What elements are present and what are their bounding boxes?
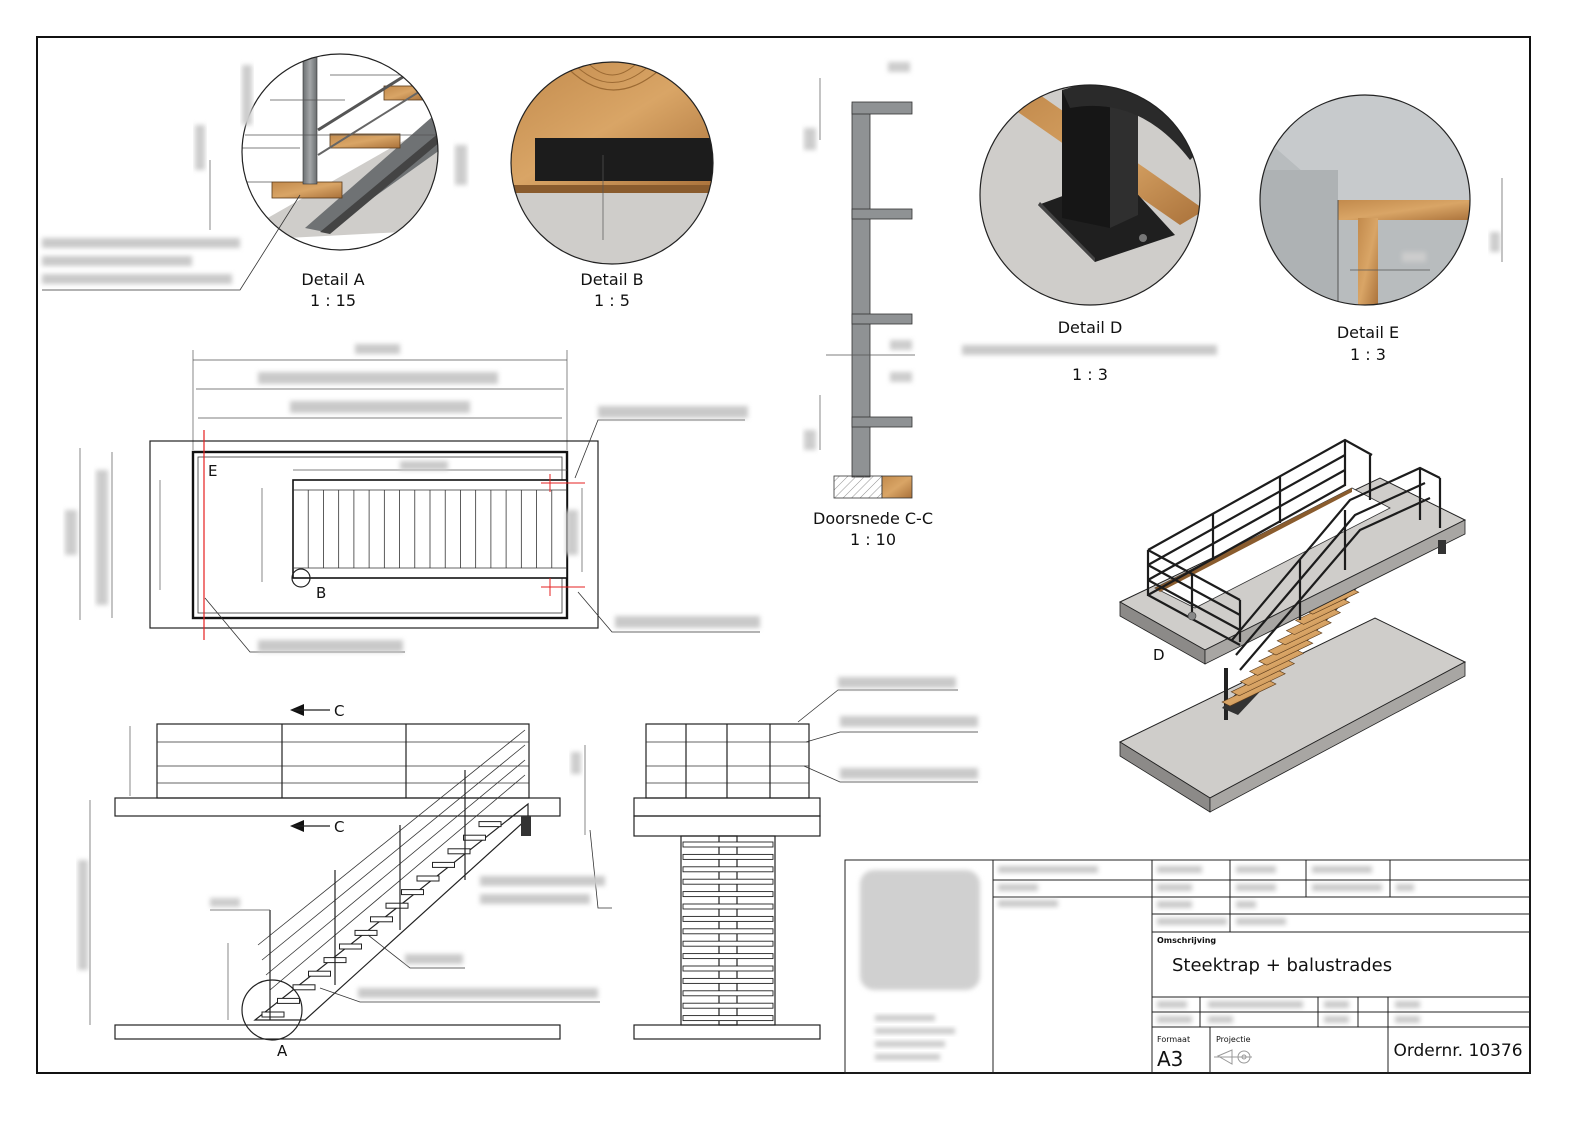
side-tread — [354, 929, 378, 936]
side-tread — [370, 916, 393, 923]
side-tread — [339, 943, 362, 950]
front-tread — [682, 977, 774, 984]
format-label: Formaat — [1157, 1035, 1190, 1044]
front-tread — [682, 953, 774, 960]
format-value: A3 — [1157, 1047, 1183, 1071]
projectie-label: Projectie — [1216, 1035, 1251, 1044]
front-tread — [682, 878, 774, 885]
title-block: Omschrijving Steektrap + balustrades For… — [844, 859, 1531, 1074]
side-tread — [292, 984, 316, 991]
side-tread — [277, 997, 300, 1004]
detail-b: Detail B 1 : 5 — [510, 61, 714, 310]
isometric-view: D — [1118, 438, 1467, 813]
detail-e: Detail E 1 : 3 — [1259, 94, 1503, 364]
section-cc-title: Doorsnede C-C — [813, 509, 933, 528]
projection-symbol-icon — [1214, 1049, 1252, 1065]
plan-view: E B — [65, 344, 760, 653]
marker-b: B — [316, 584, 326, 602]
detail-d: Detail D 1 : 3 — [962, 84, 1217, 384]
side-tread — [432, 861, 455, 868]
front-tread — [682, 990, 774, 997]
order-number: Ordernr. 10376 — [1393, 1041, 1522, 1061]
side-tread — [261, 1011, 285, 1018]
front-tread — [682, 965, 774, 972]
front-tread — [682, 853, 774, 860]
marker-c-top: C — [334, 702, 344, 720]
detail-d-scale: 1 : 3 — [1072, 365, 1108, 384]
section-cc-scale: 1 : 10 — [850, 530, 896, 549]
front-tread — [682, 866, 774, 873]
side-tread — [447, 848, 471, 855]
marker-c-bottom: C — [334, 818, 344, 836]
detail-b-scale: 1 : 5 — [594, 291, 630, 310]
side-tread — [416, 875, 440, 882]
section-cc: Doorsnede C-C 1 : 10 — [804, 62, 933, 549]
drawing-description: Steektrap + balustrades — [1172, 955, 1392, 976]
side-tread — [478, 821, 502, 828]
side-tread — [463, 834, 486, 841]
front-tread — [682, 903, 774, 910]
side-tread — [401, 889, 424, 896]
side-tread — [308, 970, 331, 977]
front-tread — [682, 891, 774, 898]
marker-d: D — [1153, 646, 1165, 664]
front-tread — [682, 940, 774, 947]
detail-a: Detail A 1 : 15 — [42, 53, 467, 310]
detail-a-title: Detail A — [301, 270, 364, 289]
detail-e-title: Detail E — [1337, 323, 1399, 342]
front-tread — [682, 915, 774, 922]
detail-b-title: Detail B — [580, 270, 643, 289]
front-elevation — [633, 677, 978, 1040]
marker-a: A — [277, 1042, 288, 1060]
front-tread — [682, 841, 774, 848]
detail-e-scale: 1 : 3 — [1350, 345, 1386, 364]
detail-a-scale: 1 : 15 — [310, 291, 356, 310]
front-tread — [682, 1002, 774, 1009]
side-tread — [385, 902, 409, 909]
side-elevation: C C A — [78, 702, 612, 1060]
front-tread — [682, 1015, 774, 1022]
omschrijving-label: Omschrijving — [1157, 936, 1216, 945]
front-tread — [682, 928, 774, 935]
detail-d-title: Detail D — [1058, 318, 1123, 337]
marker-e: E — [208, 462, 217, 480]
